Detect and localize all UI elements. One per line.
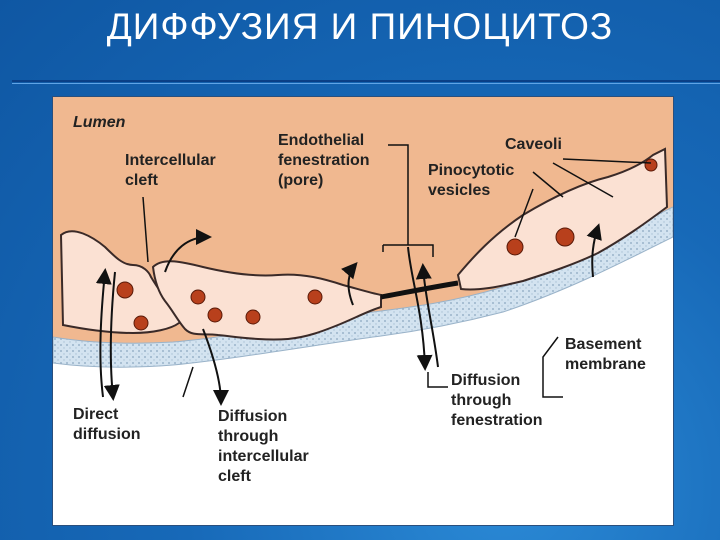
diffusion-arrows — [95, 223, 602, 406]
label-basement-membrane: Basement membrane — [565, 336, 646, 373]
vesicle — [207, 307, 223, 323]
slide-title: ДИФФУЗИЯ И ПИНОЦИТОЗ — [106, 6, 614, 47]
label-line: cleft — [218, 468, 252, 485]
label-line: Pinocytotic — [428, 162, 514, 179]
vesicle — [116, 281, 134, 299]
label-line: Diffusion — [218, 408, 287, 425]
label-line: fenestration — [278, 152, 370, 169]
vesicle — [555, 227, 575, 247]
vesicle — [190, 289, 206, 305]
label-diffusion-fenestration: Diffusion through fenestration — [451, 372, 543, 429]
label-line: (pore) — [278, 172, 323, 189]
label-direct-diffusion: Direct diffusion — [73, 406, 141, 443]
label-line: Basement — [565, 336, 642, 353]
diagram-figure: Lumen Intercellular cleft Endothelial fe… — [52, 96, 674, 526]
vesicle — [245, 309, 261, 325]
title-divider — [12, 80, 720, 82]
label-line: cleft — [125, 172, 159, 189]
label-line: intercellular — [218, 448, 309, 465]
vesicle — [644, 158, 658, 172]
label-caveoli: Caveoli — [505, 136, 562, 153]
vesicle — [506, 238, 524, 256]
label-line: membrane — [565, 356, 646, 373]
label-line: diffusion — [73, 426, 141, 443]
label-line: through — [451, 392, 511, 409]
label-diffusion-intercellular-cleft: Diffusion through intercellular cleft — [218, 408, 313, 485]
label-line: fenestration — [451, 412, 543, 429]
fenestration-diaphragm — [380, 280, 459, 300]
label-line: Intercellular — [125, 152, 216, 169]
label-line: vesicles — [428, 182, 490, 199]
pinocytotic-vesicles — [116, 158, 658, 331]
vesicle — [133, 315, 149, 331]
label-lumen: Lumen — [73, 114, 126, 131]
title-divider-highlight — [12, 83, 720, 84]
label-line: through — [218, 428, 278, 445]
label-line: Endothelial — [278, 132, 364, 149]
leader-lines — [142, 144, 652, 398]
label-pinocytotic-vesicles: Pinocytotic vesicles — [428, 162, 519, 199]
capillary-diagram: Lumen Intercellular cleft Endothelial fe… — [53, 97, 673, 485]
label-line: Direct — [73, 406, 119, 423]
label-intercellular-cleft: Intercellular cleft — [125, 152, 220, 189]
label-line: Diffusion — [451, 372, 520, 389]
vesicle — [307, 289, 323, 305]
label-endothelial-fenestration: Endothelial fenestration (pore) — [278, 132, 374, 189]
